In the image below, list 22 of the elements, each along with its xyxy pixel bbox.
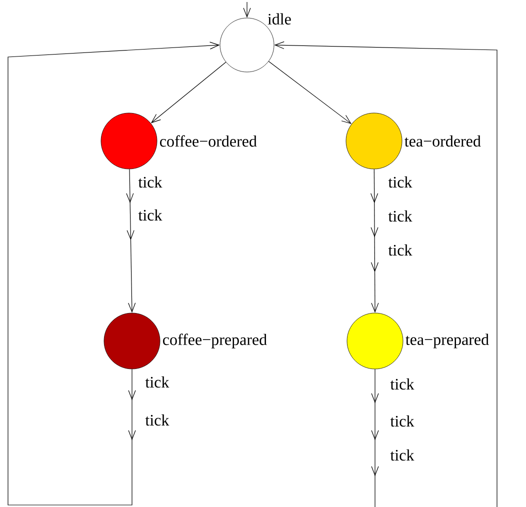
transition-label: tick [390, 415, 414, 427]
node-label: coffee−prepared [163, 334, 267, 348]
transition-label: tick [388, 176, 412, 188]
arrow [243, 2, 251, 18]
transition-label: tick [145, 414, 170, 426]
arrow [8, 42, 220, 506]
node-label: tea−ordered [404, 135, 481, 147]
transition-label: tick [390, 449, 414, 461]
node-label: coffee−ordered [160, 135, 257, 147]
transition-label: tick [388, 210, 412, 222]
node-label: idle [268, 13, 291, 25]
arrow [274, 41, 498, 507]
transition-label: tick [138, 176, 162, 188]
arrow [268, 61, 352, 124]
transition-label: tick [388, 244, 412, 256]
arrow [370, 168, 379, 313]
node-label: tea−prepared [406, 334, 489, 348]
transition-label: tick [145, 376, 170, 388]
transition-label: tick [138, 209, 162, 221]
transition-label: tick [390, 378, 414, 390]
arrow [126, 168, 136, 313]
arrow [150, 62, 226, 124]
